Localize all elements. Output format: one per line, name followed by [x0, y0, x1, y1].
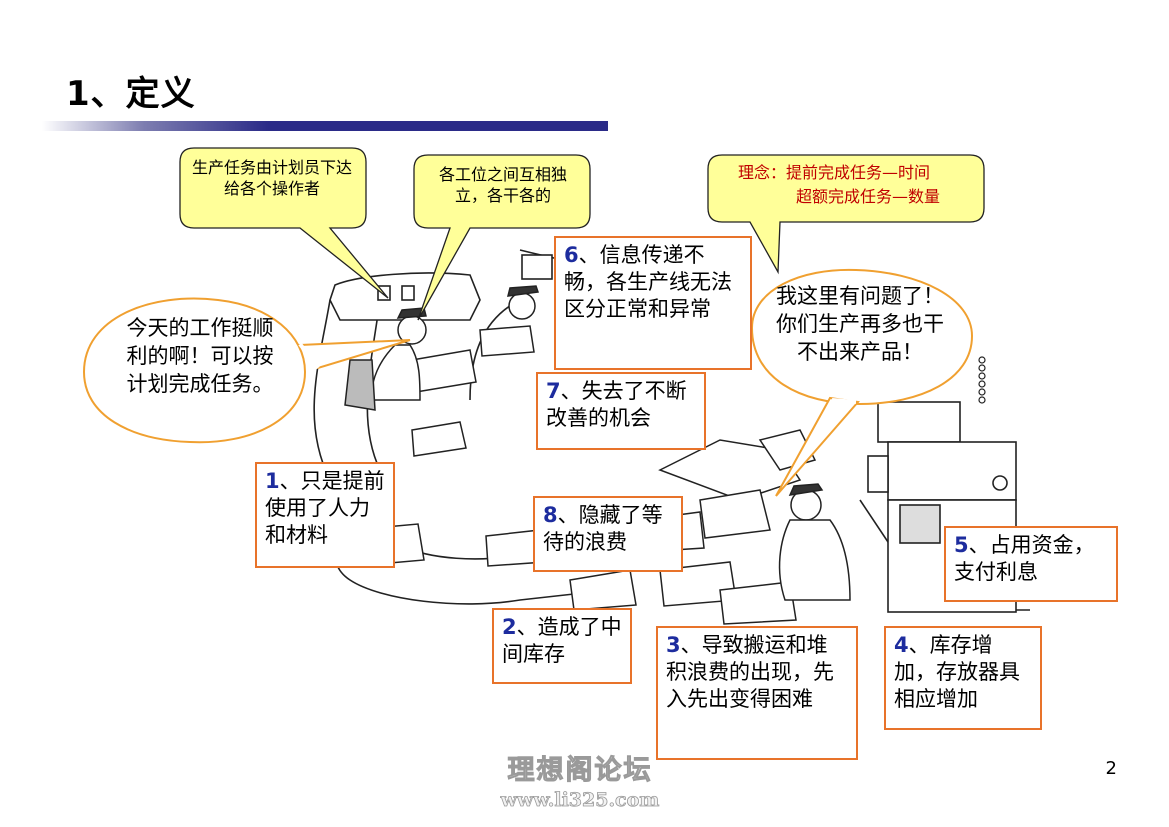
point-box-6: 6、信息传递不畅，各生产线无法区分正常和异常 — [554, 236, 752, 370]
oval-worker-happy — [82, 297, 307, 444]
point-box-5: 5、占用资金，支付利息 — [944, 526, 1118, 602]
point-box-4: 4、库存增加，存放器具相应增加 — [884, 626, 1042, 730]
point-text: 、信息传递不畅，各生产线无法区分正常和异常 — [564, 243, 732, 321]
title-underline-bar — [42, 121, 608, 131]
concept-line-2: 超额完成任务—数量 — [796, 187, 941, 206]
watermark-url: www.li325.com — [500, 789, 660, 812]
point-text: 、隐藏了等待的浪费 — [543, 503, 663, 554]
point-number: 4 — [894, 633, 909, 657]
watermark: 理想阁论坛 www.li325.com — [500, 748, 660, 812]
oval-worker-problem — [750, 268, 974, 406]
worker-right — [778, 483, 851, 601]
point-number: 5 — [954, 533, 969, 557]
point-text: 、占用资金，支付利息 — [954, 533, 1095, 584]
point-number: 7 — [546, 379, 561, 403]
watermark-name: 理想阁论坛 — [507, 755, 653, 787]
page-title: 1、定义 — [66, 74, 196, 114]
worker-problem-speech: 我这里有问题了！你们生产再多也干不出来产品！ — [776, 284, 944, 364]
point-box-2: 2、造成了中间库存 — [492, 608, 632, 684]
point-number: 8 — [543, 503, 558, 527]
point-number: 1 — [265, 469, 280, 493]
page-number: 2 — [1105, 758, 1117, 779]
point-text: 、造成了中间库存 — [502, 615, 622, 666]
callout-planner — [179, 147, 389, 299]
point-box-3: 3、导致搬运和堆积浪费的出现，先入先出变得困难 — [656, 626, 858, 760]
concept-line-1: 理念：提前完成任务—时间 — [738, 163, 931, 182]
point-number: 3 — [666, 633, 681, 657]
point-box-1: 1、只是提前使用了人力和材料 — [255, 462, 395, 568]
point-box-8: 8、隐藏了等待的浪费 — [533, 496, 683, 572]
point-text: 、库存增加，存放器具相应增加 — [894, 633, 1020, 711]
callout-planner-text: 生产任务由计划员下达给各个操作者 — [192, 158, 353, 198]
callout-independent-text: 各工位之间互相独立，各干各的 — [438, 165, 567, 205]
point-number: 2 — [502, 615, 517, 639]
callout-independent — [413, 154, 591, 321]
point-text: 、失去了不断改善的机会 — [546, 379, 687, 430]
point-box-7: 7、失去了不断改善的机会 — [536, 372, 706, 450]
worker-happy-speech: 今天的工作挺顺利的啊！可以按计划完成任务。 — [126, 316, 274, 396]
worker-left — [344, 307, 427, 411]
point-number: 6 — [564, 243, 579, 267]
worker-middle — [507, 285, 539, 320]
point-text: 、导致搬运和堆积浪费的出现，先入先出变得困难 — [666, 633, 834, 711]
point-text: 、只是提前使用了人力和材料 — [265, 469, 385, 547]
callout-concept — [707, 154, 985, 275]
